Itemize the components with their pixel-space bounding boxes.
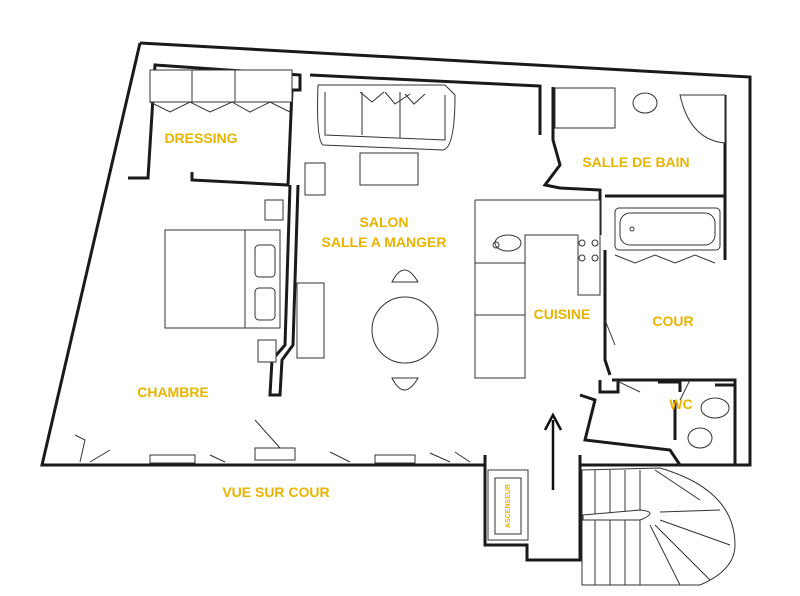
side-cabinet: [304, 162, 326, 196]
interior-walls: [128, 63, 737, 466]
room-label-chambre: CHAMBRE: [137, 384, 209, 400]
room-label-cour: COUR: [652, 313, 693, 329]
coffee-table: [359, 152, 419, 186]
exterior-label-vue-sur-cour: VUE SUR COUR: [222, 484, 329, 500]
outer-walls: [40, 41, 752, 562]
staircase: [581, 467, 736, 586]
bed: [164, 199, 284, 363]
entrance-arrow-icon: [543, 412, 563, 490]
room-label-salon: SALON: [360, 214, 409, 230]
sofa: [317, 84, 456, 151]
window-icon: [74, 419, 471, 464]
wc-fixtures: [687, 397, 730, 449]
kitchen-counter: [474, 199, 601, 379]
tv-cabinet: [296, 282, 325, 359]
room-label-cuisine: CUISINE: [534, 306, 591, 322]
room-label-wc: WC: [669, 396, 692, 412]
dining-table: [371, 269, 439, 391]
elevator-label: ASCENSEUR: [505, 484, 512, 528]
wardrobe: [149, 69, 293, 113]
elevator: [487, 469, 529, 541]
bathroom-fixtures: [554, 87, 726, 251]
courtyard-doors: [604, 254, 716, 401]
room-label-dressing: DRESSING: [164, 130, 237, 146]
room-label-salle-a-manger: SALLE A MANGER: [322, 234, 447, 250]
room-label-salle-de-bain: SALLE DE BAIN: [582, 154, 689, 170]
